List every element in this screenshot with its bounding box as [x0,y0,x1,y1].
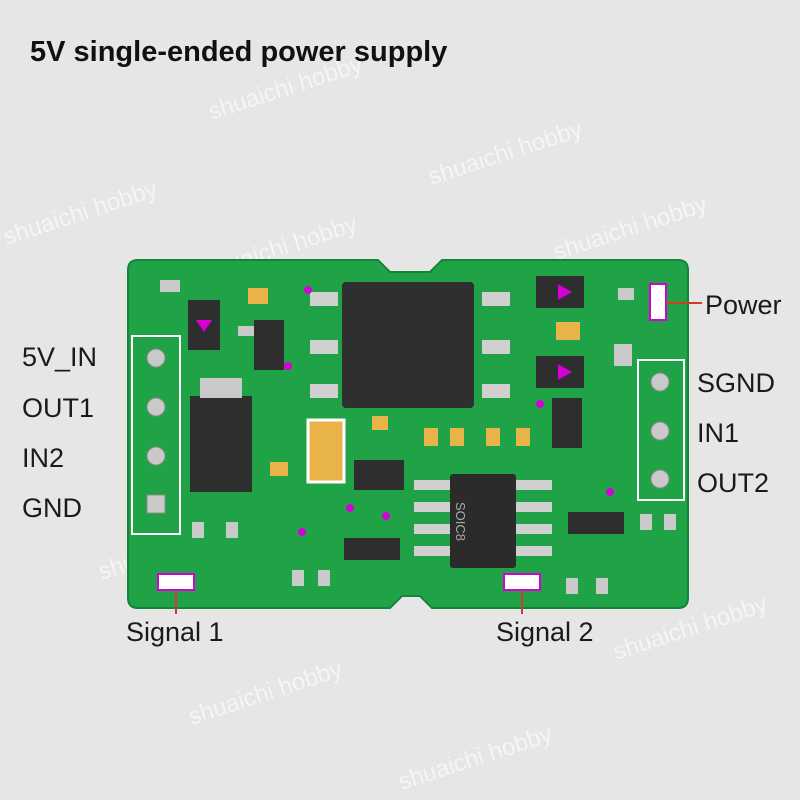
label-in1: IN1 [697,418,740,448]
signal1-led [157,573,195,591]
pin-in1 [650,421,670,441]
pin-out1 [146,397,166,417]
pin-sgnd [650,372,670,392]
label-power: Power [705,290,782,320]
soic8-marking: SOIC8 [453,502,468,542]
power-led [649,283,667,321]
left-header [146,348,166,514]
label-sgnd: SGND [697,368,776,398]
tantalum-cap [306,418,346,484]
page-title: 5V single-ended power supply [30,36,448,68]
pin-in2 [146,446,166,466]
main-ic [342,282,474,408]
regulator [190,396,252,492]
label-5v-in: 5V_IN [22,342,98,372]
signal2-led [503,573,541,591]
label-gnd: GND [22,493,82,523]
right-header [650,372,670,489]
label-out2: OUT2 [697,468,770,498]
pin-gnd [146,494,166,514]
pin-5v-in [146,348,166,368]
label-out1: OUT1 [22,393,95,423]
label-signal1: Signal 1 [126,617,224,647]
label-in2: IN2 [22,443,65,473]
label-signal2: Signal 2 [496,617,594,647]
pin-out2 [650,469,670,489]
soic8-ic [450,474,516,568]
